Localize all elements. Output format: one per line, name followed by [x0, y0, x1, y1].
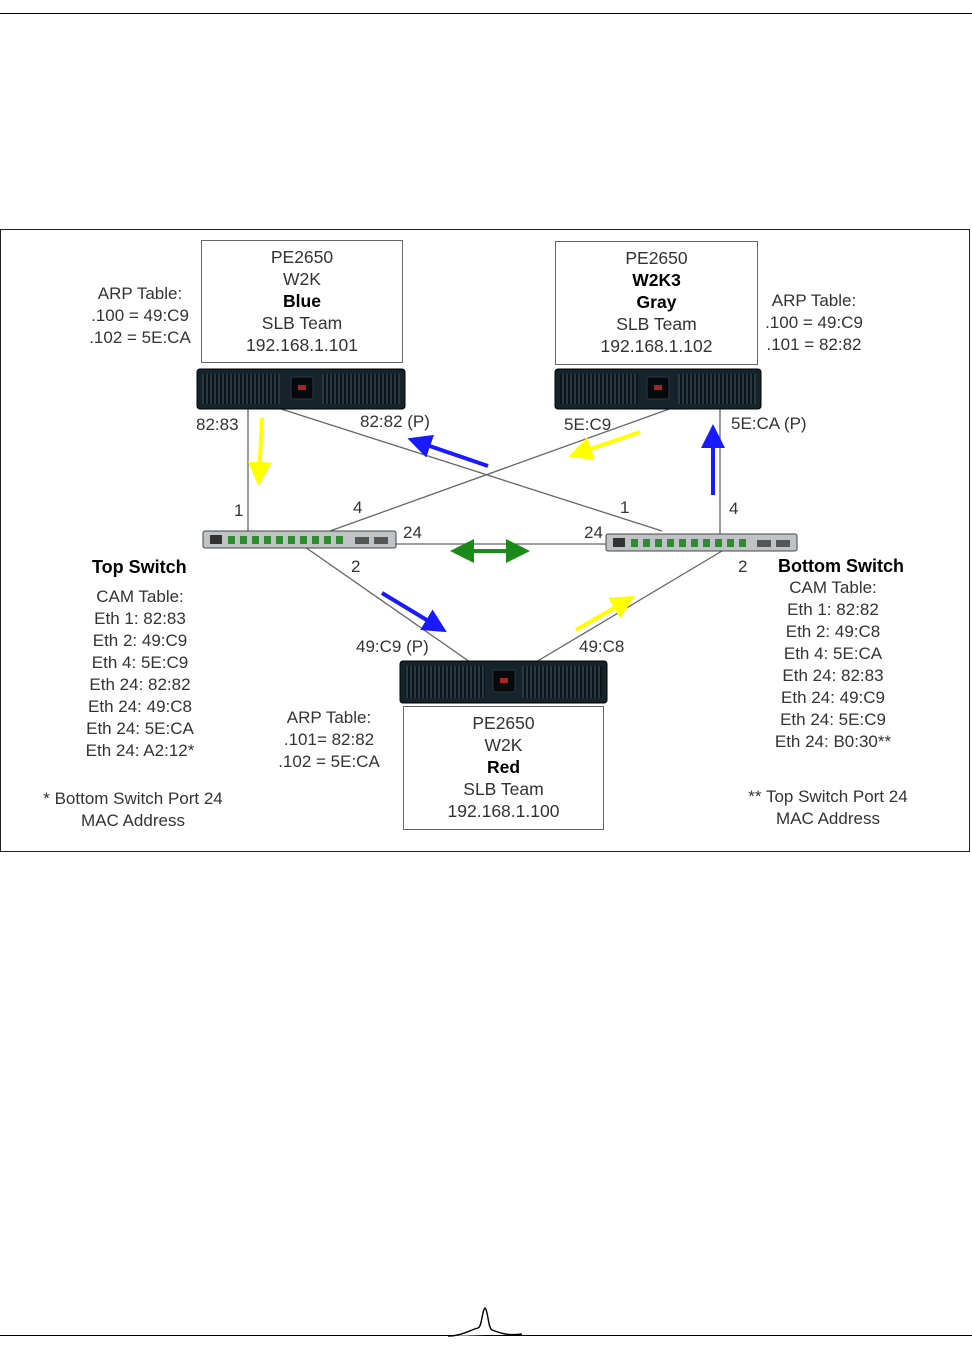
server-red-box: PE2650 W2K Red SLB Team 192.168.1.100	[403, 706, 604, 830]
arp-gray-entry-2: .101 = 82:82	[766, 335, 862, 354]
port-number-bottom-2: 2	[738, 557, 748, 576]
arp-blue-entry-2: .102 = 5E:CA	[89, 328, 191, 347]
arrow-blue-red-down	[380, 591, 447, 633]
port-number-bottom-4: 4	[729, 499, 739, 518]
diagram-frame	[0, 229, 970, 852]
server-gray-name: Gray	[636, 292, 677, 312]
arp-table-red: ARP Table: .101= 82:82 .102 = 5E:CA	[270, 707, 388, 773]
bottom-note-line-2: MAC Address	[776, 809, 880, 828]
top-switch-footnote: * Bottom Switch Port 24 MAC Address	[30, 788, 236, 832]
link-blue-bot1	[277, 407, 663, 532]
bottom-cam-row: Eth 24: 49:C9	[781, 688, 885, 707]
link-gray-top4	[329, 407, 673, 532]
arp-table-blue: ARP Table: .100 = 49:C9 .102 = 5E:CA	[84, 283, 196, 349]
header-rule	[0, 13, 972, 14]
port-number-top-1: 1	[234, 501, 244, 520]
server-gray-chassis	[554, 368, 762, 410]
top-cam-row: Eth 24: 5E:CA	[86, 719, 194, 738]
arp-gray-entry-1: .100 = 49:C9	[765, 313, 863, 332]
bottom-cam-row: Eth 4: 5E:CA	[783, 644, 883, 663]
top-cam-title: CAM Table:	[96, 587, 184, 606]
top-note-line-1: * Bottom Switch Port 24	[43, 789, 223, 808]
server-blue-name: Blue	[283, 291, 321, 311]
port-number-top-2: 2	[351, 557, 361, 576]
arp-gray-title: ARP Table:	[771, 291, 857, 310]
link-top2-red	[304, 546, 471, 663]
server-gray-ip: 192.168.1.102	[600, 336, 713, 356]
bottom-cam-row: Eth 24: 5E:C9	[780, 710, 886, 729]
server-blue-box: PE2650 W2K Blue SLB Team 192.168.1.101	[201, 240, 403, 363]
server-gray-team: SLB Team	[616, 314, 697, 334]
bottom-note-line-1: ** Top Switch Port 24	[748, 787, 908, 806]
port-number-bottom-24: 24	[584, 523, 603, 542]
arp-blue-entry-1: .100 = 49:C9	[91, 306, 189, 325]
bottom-cam-row: Eth 24: B0:30**	[774, 732, 892, 751]
port-number-top-24: 24	[403, 523, 422, 542]
footer-rule	[0, 1335, 972, 1336]
server-red-ip: 192.168.1.100	[447, 801, 560, 821]
bottom-switch-device	[605, 533, 798, 552]
port-label-red-right: 49:C8	[579, 637, 625, 656]
server-blue-os: W2K	[283, 269, 321, 289]
bottom-cam-row: Eth 2: 49:C8	[785, 622, 881, 641]
arp-red-entry-2: .102 = 5E:CA	[278, 752, 380, 771]
server-red-name: Red	[486, 757, 521, 777]
server-red-chassis	[399, 660, 608, 704]
arrow-yellow-red-up	[575, 596, 635, 632]
arp-red-title: ARP Table:	[286, 708, 372, 727]
arrow-yellow-gray-left	[568, 430, 641, 461]
top-cam-row: Eth 2: 49:C9	[92, 631, 188, 650]
server-blue-chassis	[196, 368, 406, 410]
arrow-yellow-blue-down	[247, 417, 272, 486]
server-red-team: SLB Team	[463, 779, 544, 799]
top-cam-row: Eth 1: 82:83	[94, 609, 186, 628]
top-note-line-2: MAC Address	[81, 811, 185, 830]
top-cam-row: Eth 24: 82:82	[89, 675, 191, 694]
arrow-blue-to-blue-server	[407, 434, 489, 468]
port-label-blue-left: 82:83	[196, 415, 239, 434]
top-switch-title: Top Switch	[92, 557, 187, 577]
top-switch-device	[202, 530, 397, 549]
top-cam-row: Eth 24: A2:12*	[85, 741, 195, 760]
bottom-switch-footnote: ** Top Switch Port 24 MAC Address	[730, 786, 926, 830]
server-red-os: W2K	[484, 735, 523, 755]
server-gray-os: W2K3	[632, 270, 681, 290]
port-label-red-left: 49:C9 (P)	[356, 637, 429, 656]
server-gray-box: PE2650 W2K3 Gray SLB Team 192.168.1.102	[555, 241, 758, 365]
port-label-gray-left: 5E:C9	[564, 415, 612, 434]
top-switch-cam-table: CAM Table: Eth 1: 82:83 Eth 2: 49:C9 Eth…	[74, 586, 206, 762]
top-cam-row: Eth 24: 49:C8	[88, 697, 192, 716]
server-blue-model: PE2650	[270, 247, 334, 267]
port-number-top-4: 4	[353, 498, 363, 517]
server-blue-ip: 192.168.1.101	[246, 335, 358, 355]
bottom-cam-title: CAM Table:	[789, 578, 877, 597]
server-blue-team: SLB Team	[261, 313, 343, 333]
server-gray-model: PE2650	[625, 248, 688, 268]
bottom-switch-cam-table: CAM Table: Eth 1: 82:82 Eth 2: 49:C8 Eth…	[764, 577, 902, 753]
top-cam-row: Eth 4: 5E:C9	[91, 653, 189, 672]
port-label-blue-right: 82:82 (P)	[360, 412, 430, 431]
bottom-cam-row: Eth 24: 82:83	[782, 666, 884, 685]
bottom-cam-row: Eth 1: 82:82	[787, 600, 879, 619]
arp-red-entry-1: .101= 82:82	[283, 730, 375, 749]
arp-table-gray: ARP Table: .100 = 49:C9 .101 = 82:82	[758, 290, 870, 356]
bottom-switch-title: Bottom Switch	[778, 556, 904, 576]
server-red-model: PE2650	[472, 713, 535, 733]
port-label-gray-right: 5E:CA (P)	[731, 414, 807, 433]
arp-blue-title: ARP Table:	[97, 284, 183, 303]
port-number-bottom-1: 1	[620, 498, 630, 517]
link-bot2-red	[535, 550, 723, 663]
